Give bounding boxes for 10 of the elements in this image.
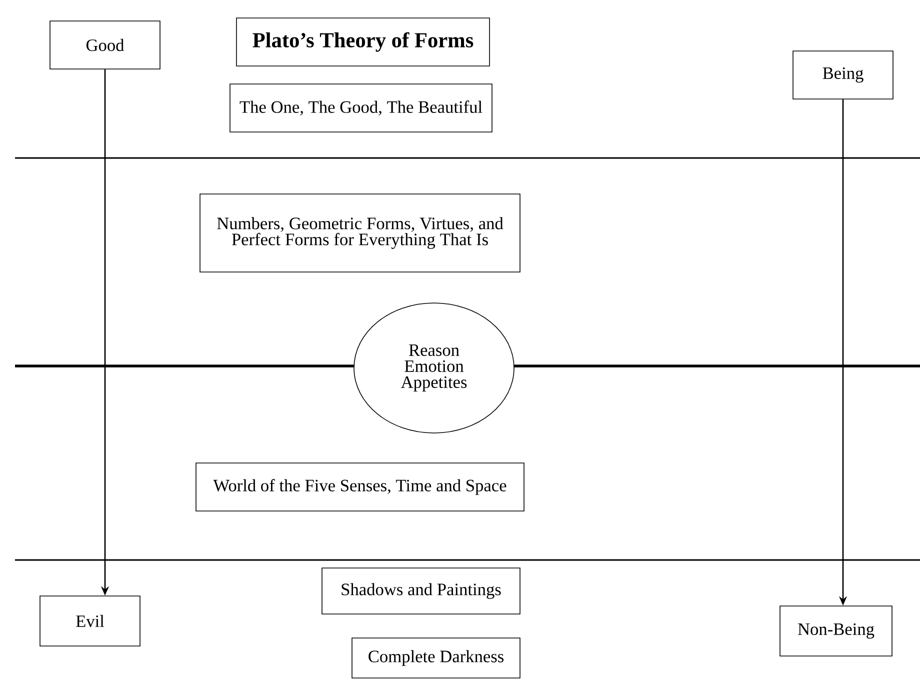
- text-box: Numbers, Geometric Forms, Virtues, and Perfect Forms for Everything That Is: [200, 194, 520, 272]
- text-box: Complete Darkness: [352, 638, 520, 678]
- title-box: Plato’s Theory of Forms: [236, 18, 490, 66]
- text-box: Being: [792, 50, 894, 100]
- text-box: Shadows and Paintings: [322, 568, 520, 614]
- text-box: Evil: [40, 596, 140, 646]
- text-box: Non-Being: [780, 606, 892, 656]
- text-box: Good: [50, 20, 160, 70]
- text-box: The One, The Good, The Beautiful: [230, 84, 492, 132]
- text-box: World of the Five Senses, Time and Space: [196, 462, 524, 512]
